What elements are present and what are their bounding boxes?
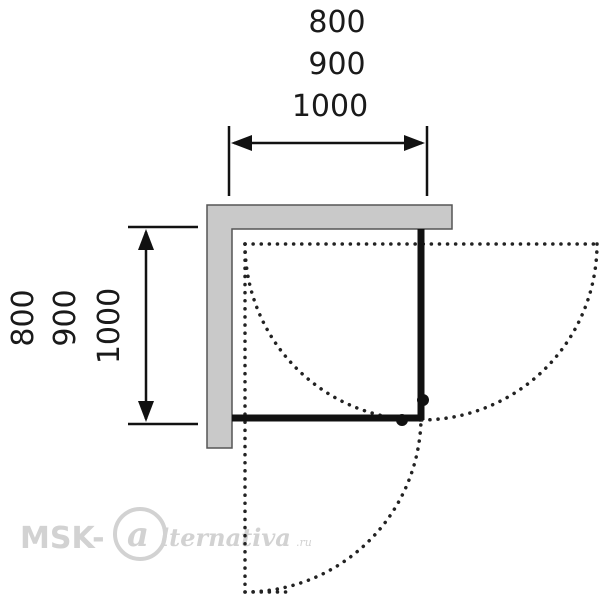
enclosure-frame bbox=[232, 229, 429, 426]
door-swing-arcs bbox=[243, 242, 599, 594]
arrowhead-right-icon bbox=[404, 135, 425, 151]
watermark-prefix: MSK- bbox=[20, 521, 105, 556]
arrowhead-left-icon bbox=[231, 135, 252, 151]
top-door-arc-outer bbox=[419, 242, 599, 422]
arrowhead-down-icon bbox=[138, 401, 154, 422]
watermark-script: lternativa bbox=[160, 523, 291, 552]
watermark: MSK- a lternativa .ru bbox=[20, 507, 312, 561]
height-dimension: 800 900 1000 bbox=[6, 225, 198, 426]
at-sign-logo-icon: a bbox=[113, 507, 167, 561]
height-label-900: 900 bbox=[48, 289, 83, 346]
width-label-1000: 1000 bbox=[292, 89, 368, 124]
svg-text:a: a bbox=[127, 515, 149, 555]
arrowhead-up-icon bbox=[138, 229, 154, 250]
wall-l-shape bbox=[206, 204, 453, 449]
width-label-800: 800 bbox=[308, 5, 365, 40]
height-label-1000: 1000 bbox=[92, 288, 127, 364]
top-door-arc-inner bbox=[243, 242, 423, 422]
right-door-handle bbox=[417, 394, 429, 406]
bottom-door-arc-outer bbox=[243, 418, 423, 594]
width-dimension: 800 900 1000 bbox=[227, 5, 429, 196]
bottom-door-handle bbox=[396, 414, 408, 426]
watermark-suffix: .ru bbox=[296, 536, 312, 549]
height-label-800: 800 bbox=[6, 289, 41, 346]
width-label-900: 900 bbox=[308, 47, 365, 82]
walls bbox=[206, 204, 453, 449]
